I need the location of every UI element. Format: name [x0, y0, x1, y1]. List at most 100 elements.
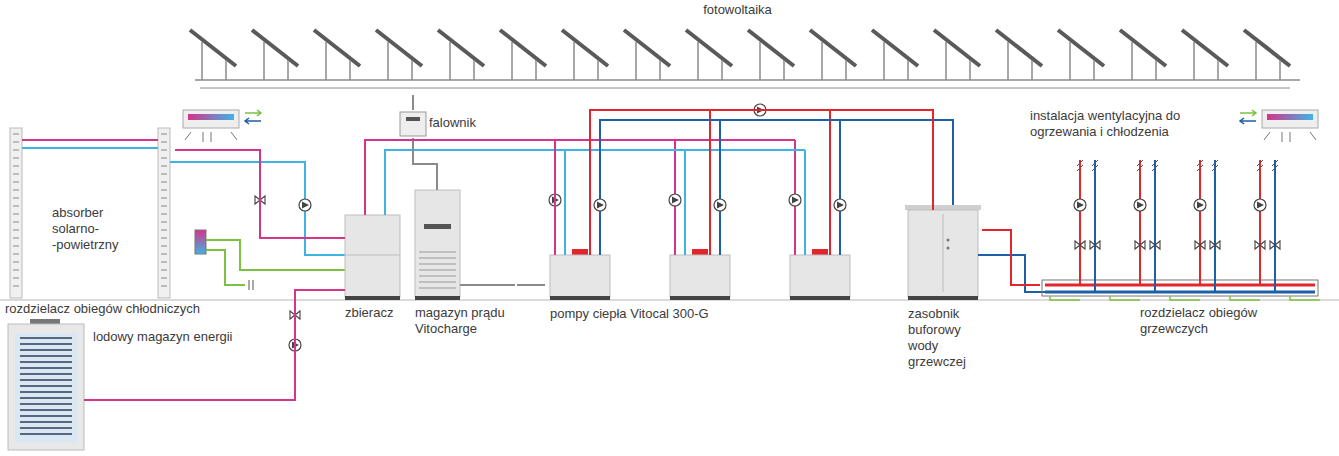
ice-coil — [20, 427, 72, 429]
collector-divider — [345, 255, 400, 256]
absorber-fin — [13, 190, 19, 191]
air-arrow — [1240, 118, 1256, 124]
absorber-fin — [13, 142, 19, 143]
pipe — [1274, 160, 1276, 292]
pv-post — [1007, 42, 1009, 80]
pv-post — [1255, 42, 1257, 80]
absorber-fin — [161, 182, 167, 183]
absorber-fin — [161, 134, 167, 135]
absorber-fin — [13, 278, 19, 279]
pv-post — [573, 42, 575, 80]
pipe — [1259, 160, 1261, 285]
pv-post — [821, 42, 823, 80]
pump-circle — [594, 199, 606, 211]
equipment-node: rozdzielacz obiegów grzewczych — [1040, 150, 1320, 339]
ice-coil — [20, 403, 72, 405]
pv-post — [969, 60, 971, 80]
pipe — [600, 120, 953, 255]
absorber-fin — [161, 254, 167, 255]
pump-circle — [1254, 199, 1266, 211]
equipment-node: magazyn prądu Vitocharge — [415, 190, 517, 339]
absorber-fin — [161, 246, 167, 247]
ice-coil — [20, 409, 72, 411]
pump-symbol — [1194, 199, 1206, 211]
pipe — [1110, 296, 1140, 300]
pump-symbol — [1134, 199, 1146, 211]
absorber-fin — [161, 214, 167, 215]
pump-triangle — [597, 202, 604, 209]
equipment-label: rozdzielacz obiegów grzewczych — [1140, 305, 1290, 337]
pv-panel — [190, 30, 236, 66]
air-outlet — [1264, 132, 1316, 142]
absorber-fin — [13, 238, 19, 239]
battery-cell — [419, 288, 456, 289]
pump-circle — [1134, 199, 1146, 211]
pipe-connector — [590, 110, 933, 255]
equipment-node: zasobnik buforowy wody grzewczej — [908, 210, 982, 375]
ice-storage-interior — [15, 333, 77, 443]
equipment-base — [908, 296, 978, 300]
ventilation-unit — [1262, 110, 1318, 128]
pipe — [385, 150, 805, 215]
absorber-fin — [161, 166, 167, 167]
pipe-connector — [245, 290, 345, 400]
pipe — [829, 110, 831, 255]
ventilation-unit — [183, 110, 239, 128]
pump-symbol — [299, 199, 311, 211]
battery-cell — [419, 252, 456, 253]
pump-triangle — [717, 202, 724, 209]
valve-body — [1270, 241, 1280, 249]
pipe-end — [249, 280, 253, 290]
heat-pump-cap — [572, 249, 588, 255]
absorber-fin — [161, 174, 167, 175]
pipe — [719, 120, 721, 255]
ice-storage-tank — [8, 324, 84, 450]
buffer-handle — [947, 239, 950, 242]
pv-post — [349, 60, 351, 80]
pump-triangle — [1197, 202, 1204, 209]
heat-pump-cap — [812, 249, 828, 255]
absorber-fin — [161, 270, 167, 271]
inverter-box — [400, 112, 426, 136]
absorber-panel — [10, 128, 22, 298]
pump-triangle — [1257, 202, 1264, 209]
absorber-fin — [161, 238, 167, 239]
ice-coil — [20, 373, 72, 375]
ice-coil — [20, 361, 72, 363]
pv-post — [473, 60, 475, 80]
absorber-fin — [161, 190, 167, 191]
pv-post — [1069, 42, 1071, 80]
absorber-fin — [161, 286, 167, 287]
absorber-fin — [161, 262, 167, 263]
pv-post — [387, 42, 389, 80]
inverter-display — [406, 117, 420, 121]
pv-panel — [748, 30, 794, 66]
pipe — [1139, 160, 1141, 285]
equipment-node: fotowoltaika — [175, 2, 1302, 95]
pump-triangle — [302, 202, 309, 209]
pipe — [1050, 296, 1080, 300]
absorber-fin — [13, 214, 19, 215]
pipe — [1214, 160, 1216, 292]
battery-cell — [419, 270, 456, 271]
equipment-node: zbieracz — [345, 215, 411, 323]
pump-triangle — [1137, 202, 1144, 209]
pv-panel — [314, 30, 360, 66]
pv-post — [597, 60, 599, 80]
pv-panel — [872, 30, 918, 66]
battery-cell — [419, 276, 456, 277]
heat-pump-cap — [692, 249, 708, 255]
valve-symbol — [1090, 241, 1100, 249]
pump-symbol — [1254, 199, 1266, 211]
pump-symbol — [714, 199, 726, 211]
pv-post — [325, 42, 327, 80]
valve-symbol — [1195, 241, 1205, 249]
pipe-connector — [412, 95, 414, 110]
pv-panel — [1244, 30, 1290, 66]
pv-panel — [1058, 30, 1104, 66]
equipment-label: pompy ciepła Vitocal 300-G — [550, 306, 850, 322]
absorber-fin — [161, 230, 167, 231]
pipe — [839, 120, 841, 255]
pipe — [84, 399, 245, 401]
